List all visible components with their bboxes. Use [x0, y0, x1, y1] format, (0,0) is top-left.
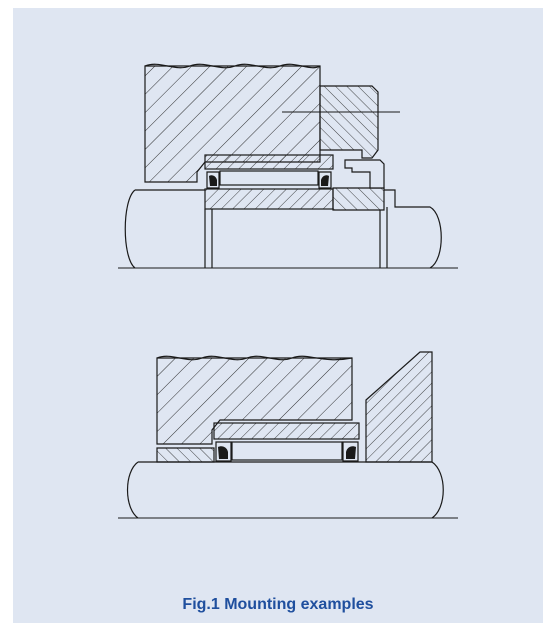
shaft-bottom [127, 461, 444, 519]
mounting-example-bottom [118, 351, 458, 519]
collar [332, 187, 385, 211]
bearing-rollers [219, 170, 319, 186]
shaft-collar-left [156, 447, 215, 463]
housing-break-line [144, 63, 321, 69]
end-cover [319, 85, 379, 159]
figure-caption: Fig.1 Mounting examples [182, 596, 374, 613]
bearing-rollers-bottom [231, 441, 343, 461]
mounting-example-top [118, 63, 458, 269]
bearing-outer-ring [204, 154, 334, 170]
lip-ring [344, 159, 385, 189]
housing-break-line-bottom [156, 355, 353, 361]
abutment [365, 351, 433, 463]
housing-top [144, 65, 321, 183]
bearing-inner-ring [204, 188, 334, 210]
bearing-outer-ring-bottom [213, 422, 360, 440]
shaft-top [124, 189, 442, 269]
